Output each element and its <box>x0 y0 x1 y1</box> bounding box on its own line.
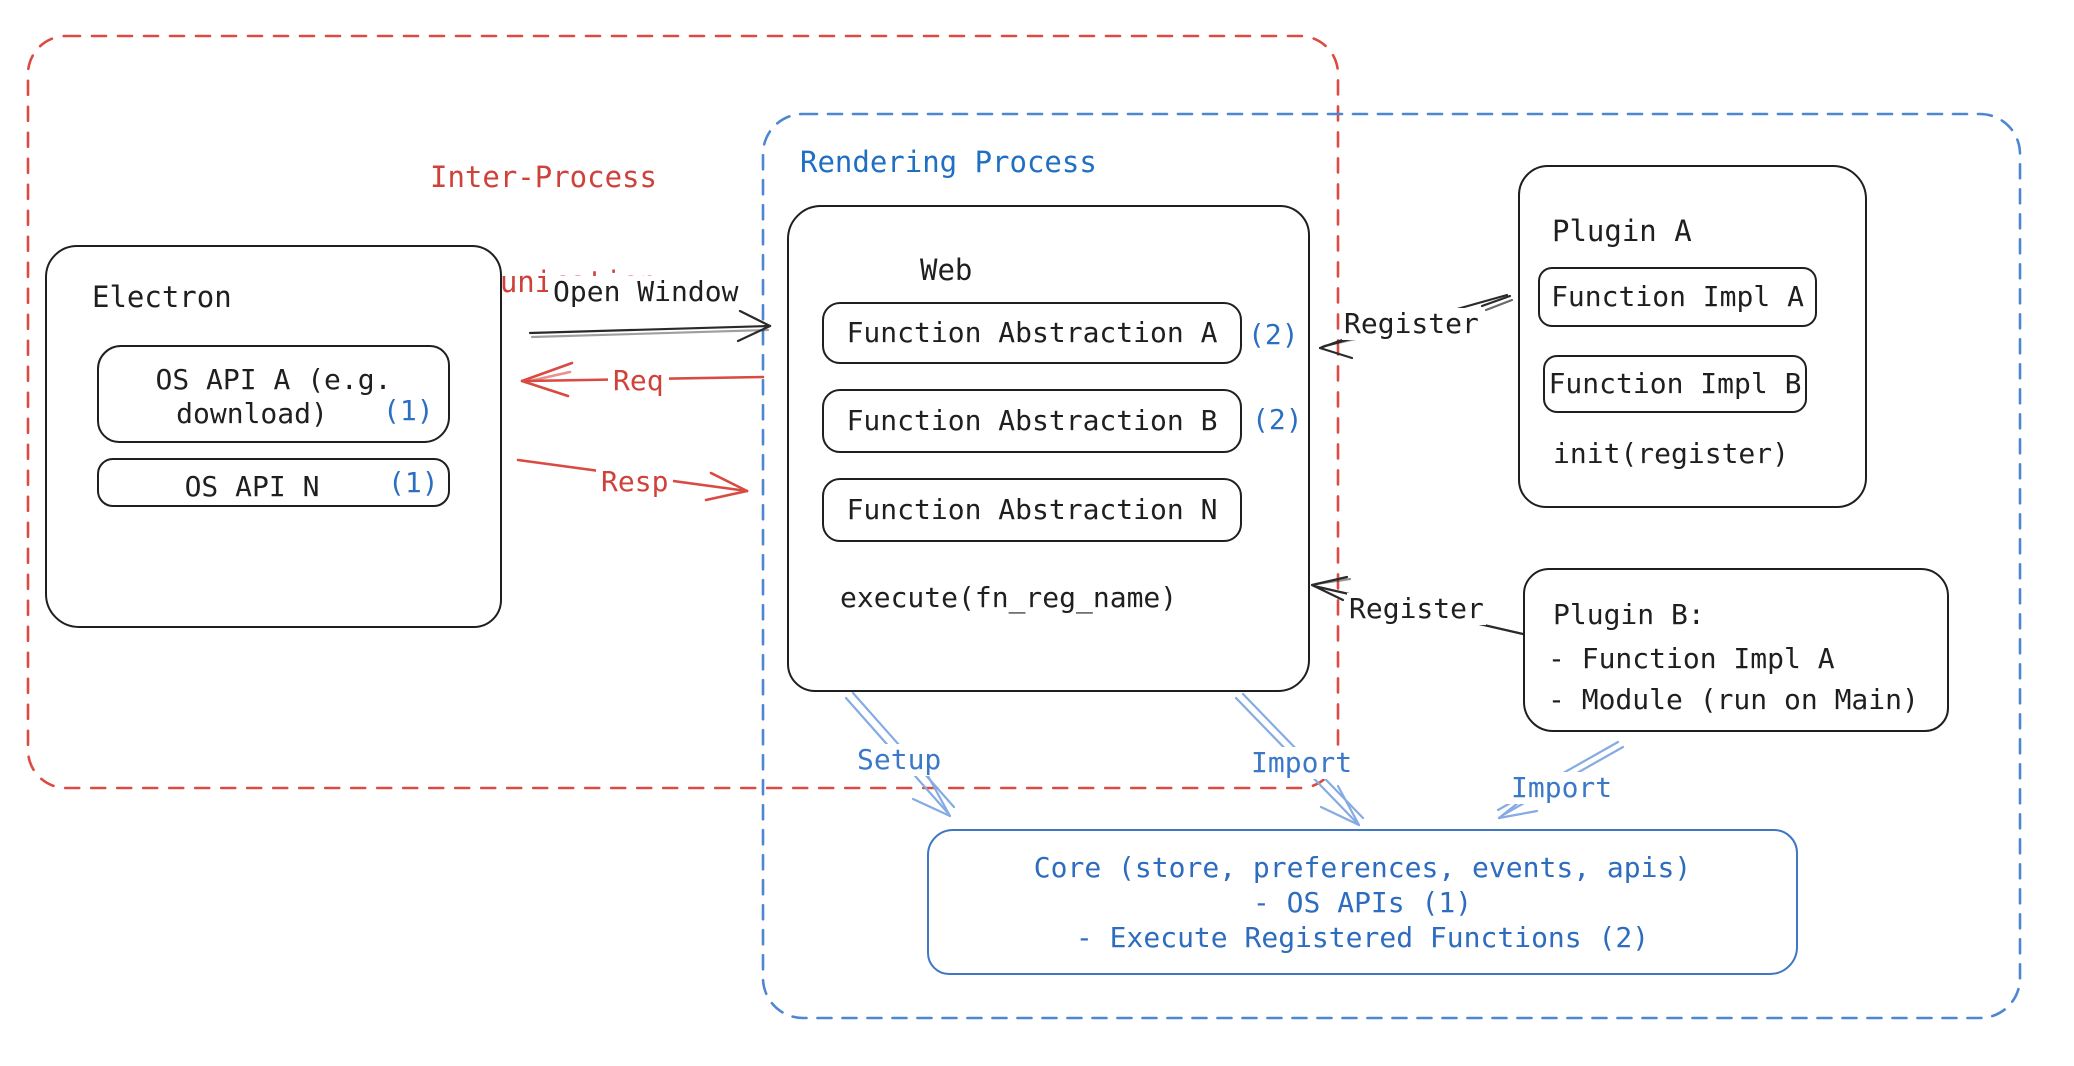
impl-b-box: Function Impl B <box>1543 355 1807 413</box>
req-label: Req <box>608 365 669 397</box>
impl-a-box: Function Impl A <box>1538 267 1817 327</box>
core-line2: - OS APIs (1) <box>1252 885 1473 919</box>
core-line3: - Execute Registered Functions (2) <box>1075 920 1650 954</box>
open-window-label: Open Window <box>548 276 744 308</box>
os-api-a-line1: OS API A (e.g. <box>155 363 392 396</box>
os-api-n-badge: (1) <box>388 466 439 499</box>
register-b-label: Register <box>1347 592 1486 625</box>
core-text: Core (store, preferences, events, apis) … <box>927 829 1798 975</box>
plugin-b-box <box>1523 568 1949 732</box>
open-window-arrow <box>528 309 772 343</box>
ipc-label-line1: Inter-Process <box>430 160 657 194</box>
web-title: Web <box>920 253 973 287</box>
core-box <box>927 829 1798 975</box>
os-api-a-badge: (1) <box>383 394 434 427</box>
os-api-n-box <box>97 458 450 507</box>
os-api-n-label: OS API N <box>184 470 320 503</box>
rendering-boundary <box>761 112 2022 1020</box>
impl-b-label: Function Impl B <box>1548 367 1802 400</box>
import-web-label: Import <box>1246 747 1358 779</box>
plugin-b-item1: - Function Impl A <box>1548 642 1835 675</box>
plugin-a-title: Plugin A <box>1552 214 1692 248</box>
fa-n-label: Function Abstraction N <box>846 493 1218 526</box>
fa-b-badge: (2) <box>1252 403 1303 436</box>
rendering-region-label: Rendering Process <box>800 145 1097 179</box>
init-label: init(register) <box>1553 437 1790 470</box>
resp-label: Resp <box>596 466 674 498</box>
os-api-a-box <box>97 345 450 443</box>
register-a-label: Register <box>1342 307 1481 340</box>
fa-b-box: Function Abstraction B <box>822 389 1242 453</box>
impl-a-label: Function Impl A <box>1551 280 1804 313</box>
plugin-b-item2: - Module (run on Main) <box>1548 683 1919 716</box>
fa-a-box: Function Abstraction A <box>822 302 1242 364</box>
setup-label: Setup <box>852 744 947 776</box>
fa-a-badge: (2) <box>1248 318 1299 351</box>
fa-a-label: Function Abstraction A <box>846 316 1218 349</box>
execute-label: execute(fn_reg_name) <box>840 581 1178 614</box>
fa-n-box: Function Abstraction N <box>822 478 1242 542</box>
plugin-a-box <box>1518 165 1867 508</box>
import-plugin-label: Import <box>1506 772 1618 804</box>
os-api-a-line2: download) <box>176 397 328 430</box>
plugin-b-title: Plugin B: <box>1553 598 1705 631</box>
fa-b-label: Function Abstraction B <box>846 404 1218 437</box>
core-line1: Core (store, preferences, events, apis) <box>1033 850 1692 884</box>
electron-title: Electron <box>92 280 232 314</box>
